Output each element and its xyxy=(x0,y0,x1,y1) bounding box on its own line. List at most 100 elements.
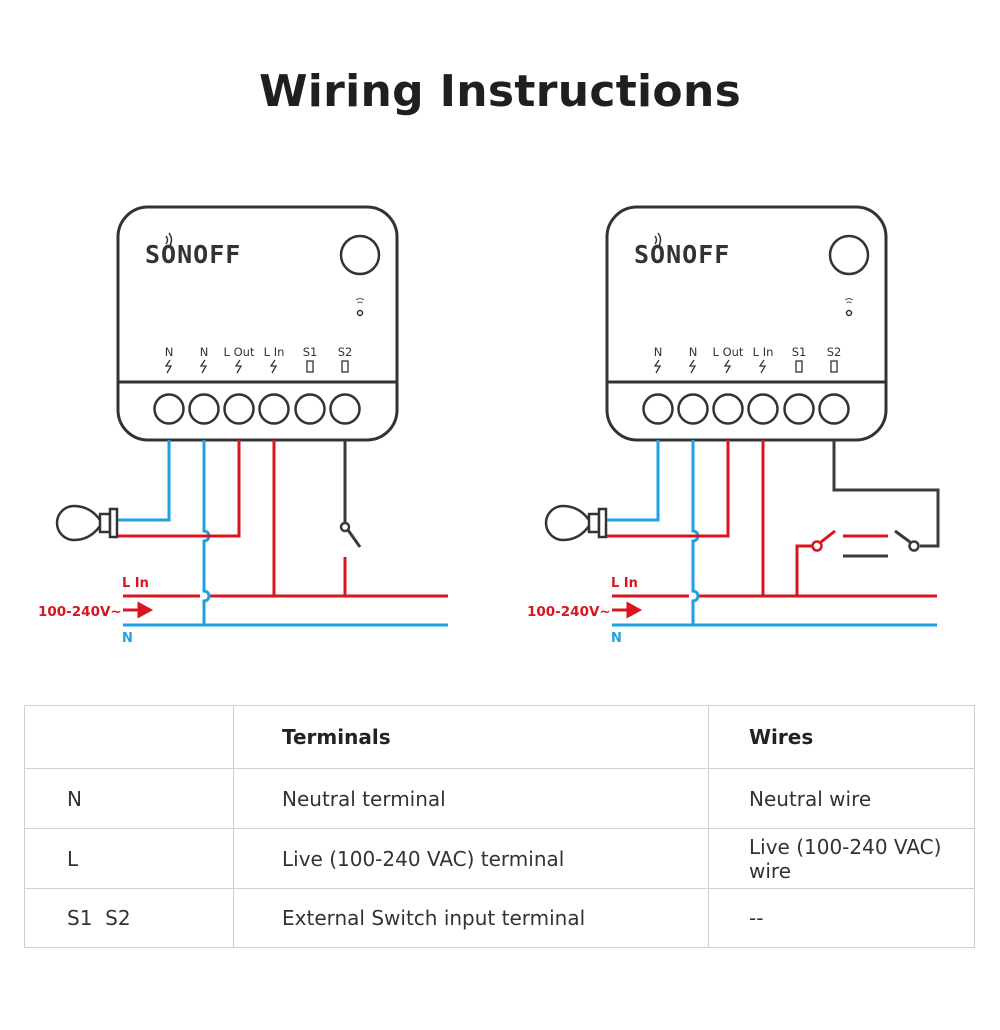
terminal-screw xyxy=(329,393,361,425)
table-cell: External Switch input terminal xyxy=(233,888,709,948)
table-row: L Live (100-240 VAC) terminal Live (100-… xyxy=(24,828,975,889)
bulb-neck xyxy=(98,512,112,534)
bulb-glass xyxy=(55,504,102,542)
switch-contact-icon xyxy=(341,360,349,373)
led-dot xyxy=(845,309,853,317)
bolt-icon xyxy=(653,359,662,374)
table-cell: Live (100-240 VAC) wire xyxy=(708,828,975,889)
switch-contact-icon xyxy=(830,360,838,373)
table-header-cell xyxy=(24,705,234,769)
terminal-label: N xyxy=(654,345,663,359)
terminal-screw xyxy=(712,393,744,425)
wifi-signal-icon xyxy=(654,232,662,248)
led-dot xyxy=(356,309,364,317)
wifi-signal-icon xyxy=(165,232,173,248)
bolt-icon xyxy=(723,359,732,374)
wifi-signal-arcs xyxy=(654,232,662,248)
live-in-label: L In xyxy=(611,576,638,591)
bulb-glass xyxy=(544,504,591,542)
terminal-label: S1 xyxy=(303,345,318,359)
table-cell: L xyxy=(24,828,234,889)
live-in-label: L In xyxy=(122,576,149,591)
bulb-base xyxy=(597,507,608,539)
switch-contact-icon xyxy=(306,360,314,373)
light-bulb-icon xyxy=(544,504,608,542)
neutral-to-bulb-wire xyxy=(118,440,171,522)
neutral-label: N xyxy=(611,631,622,646)
table-cell: S1 S2 xyxy=(24,888,234,948)
bolt-icon xyxy=(234,359,243,374)
sonoff-logo: SONOFF xyxy=(145,240,241,269)
terminal-label: N xyxy=(689,345,698,359)
table-cell: N xyxy=(24,768,234,829)
terminal-label: L In xyxy=(264,345,285,359)
terminal-screw xyxy=(258,393,290,425)
switch-pivot xyxy=(339,521,351,533)
table-cell: Neutral wire xyxy=(708,768,975,829)
voltage-label: 100-240V~ xyxy=(38,604,122,620)
switch-live-wire xyxy=(795,544,812,596)
table-header-cell: Wires xyxy=(708,705,975,769)
terminal-screw xyxy=(223,393,255,425)
page-title: Wiring Instructions xyxy=(258,66,742,117)
table-header-row: Terminals Wires xyxy=(24,705,975,769)
bulb-base xyxy=(108,507,119,539)
neutral-terminal-wire xyxy=(691,440,700,625)
arrow-right-icon xyxy=(612,601,643,619)
arrow-right-icon xyxy=(123,601,154,619)
terminal-label: L Out xyxy=(713,345,744,359)
two-way-switch-icon xyxy=(795,440,940,596)
switch-contact-icon xyxy=(795,360,803,373)
wifi-arcs xyxy=(844,298,854,304)
terminal-screw xyxy=(294,393,326,425)
terminal-screw xyxy=(188,393,220,425)
wifi-arcs xyxy=(355,298,365,304)
table-cell: -- xyxy=(708,888,975,948)
bolt-icon xyxy=(758,359,767,374)
bolt-icon xyxy=(199,359,208,374)
terminal-screw xyxy=(642,393,674,425)
terminal-screw xyxy=(783,393,815,425)
terminal-screw xyxy=(677,393,709,425)
table-cell: Live (100-240 VAC) terminal xyxy=(233,828,709,889)
terminal-label: N xyxy=(200,345,209,359)
terminal-screw xyxy=(818,393,850,425)
neutral-label: N xyxy=(122,631,133,646)
terminal-label: N xyxy=(165,345,174,359)
pairing-button xyxy=(828,234,870,276)
terminal-screw xyxy=(747,393,779,425)
live-out-to-bulb-wire xyxy=(118,440,241,538)
sonoff-logo: SONOFF xyxy=(634,240,730,269)
terminal-label: S2 xyxy=(827,345,842,359)
table-row: N Neutral terminal Neutral wire xyxy=(24,768,975,829)
terminal-label: L In xyxy=(753,345,774,359)
neutral-terminal-wire xyxy=(202,440,211,625)
s2-switch-wire xyxy=(832,440,940,548)
voltage-label: 100-240V~ xyxy=(527,604,611,620)
switch-lever xyxy=(346,529,362,548)
switch-lever-right xyxy=(894,529,911,544)
terminal-label: S2 xyxy=(338,345,353,359)
terminal-label: S1 xyxy=(792,345,807,359)
switch-lever-left xyxy=(820,529,836,544)
bolt-icon xyxy=(688,359,697,374)
live-out-to-bulb-wire xyxy=(607,440,730,538)
wifi-signal-arcs xyxy=(165,232,173,248)
neutral-to-bulb-wire xyxy=(607,440,660,522)
terminal-screw xyxy=(153,393,185,425)
wifi-led-icon xyxy=(844,298,854,317)
pairing-button xyxy=(339,234,381,276)
switch-pivot-left xyxy=(811,540,823,552)
bolt-icon xyxy=(164,359,173,374)
table-header-cell: Terminals xyxy=(233,705,709,769)
bulb-neck xyxy=(587,512,601,534)
bolt-icon xyxy=(269,359,278,374)
switch-pivot-right xyxy=(908,540,920,552)
wall-switch-icon xyxy=(339,440,362,596)
wifi-led-icon xyxy=(355,298,365,317)
terminal-table: Terminals Wires N Neutral terminal Neutr… xyxy=(24,705,975,948)
terminal-label: L Out xyxy=(224,345,255,359)
